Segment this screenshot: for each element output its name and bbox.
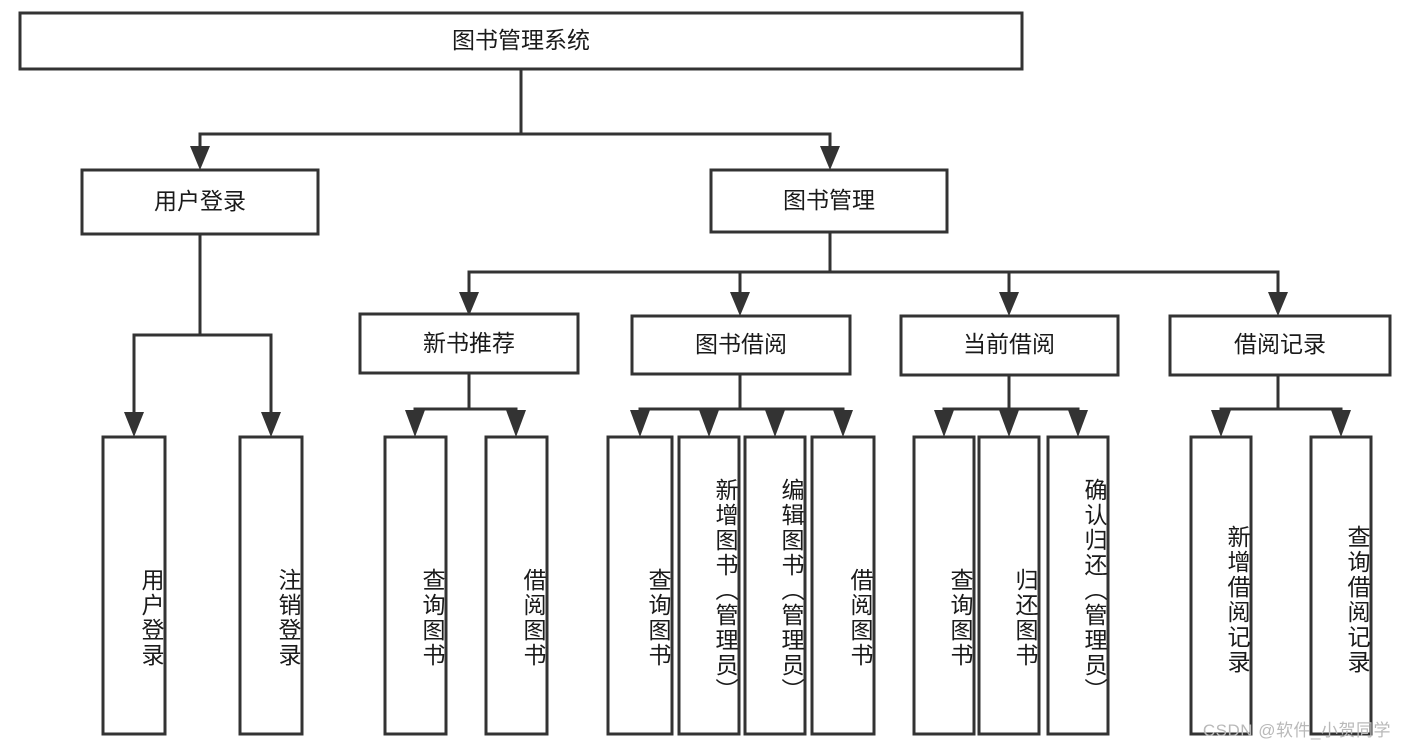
node-label-book-borrow: 图书借阅 bbox=[695, 331, 787, 357]
arrowhead-user-login bbox=[190, 146, 210, 170]
node-label-root: 图书管理系统 bbox=[452, 27, 590, 53]
leaf-box-new-book-1[interactable] bbox=[484, 435, 549, 736]
node-label-book-management: 图书管理 bbox=[783, 187, 875, 213]
node-box-new-book-recommend[interactable] bbox=[358, 312, 580, 375]
edges-current-borrow-to-leaves bbox=[934, 373, 1088, 437]
leaf-box-current-borrow-2[interactable] bbox=[1046, 435, 1110, 736]
edges-root-to-level2 bbox=[190, 67, 840, 170]
csdn-watermark: CSDN @软件_小贺同学 bbox=[1202, 721, 1391, 740]
leaf-box-new-book-0[interactable] bbox=[383, 435, 448, 736]
leaf-box-book-borrow-1[interactable] bbox=[677, 435, 741, 736]
edges-borrow-records-to-leaves bbox=[1211, 373, 1351, 437]
arrowhead-leaf-user-login bbox=[124, 412, 144, 437]
arrowhead-nb-leaf2 bbox=[506, 410, 526, 437]
arrowhead-bb-leaf3 bbox=[765, 410, 785, 437]
arrowhead-book-borrow bbox=[730, 292, 750, 316]
arrowhead-cb-leaf1 bbox=[934, 410, 954, 437]
arrowhead-bb-leaf4 bbox=[833, 410, 853, 437]
node-label-user-login: 用户登录 bbox=[154, 188, 246, 214]
leaf-box-user-login-1[interactable] bbox=[238, 435, 304, 736]
leaf-box-user-login-0[interactable] bbox=[101, 435, 167, 736]
node-label-current-borrow: 当前借阅 bbox=[963, 331, 1055, 357]
edges-new-book-to-leaves bbox=[405, 371, 526, 437]
arrowhead-cb-leaf3 bbox=[1068, 410, 1088, 437]
leaf-box-book-borrow-3[interactable] bbox=[810, 435, 876, 736]
node-box-book-borrow[interactable] bbox=[630, 314, 852, 376]
edges-user-login-to-leaves bbox=[124, 232, 281, 437]
leaf-box-current-borrow-1[interactable] bbox=[977, 435, 1041, 736]
leaf-box-borrow-records-1[interactable] bbox=[1309, 435, 1373, 736]
node-label-new-book-recommend: 新书推荐 bbox=[423, 330, 515, 356]
arrowhead-leaf-logout bbox=[261, 412, 281, 437]
node-box-current-borrow[interactable] bbox=[899, 314, 1120, 377]
arrowhead-borrow-records bbox=[1268, 292, 1288, 316]
node-box-borrow-records[interactable] bbox=[1168, 314, 1392, 377]
node-label-borrow-records: 借阅记录 bbox=[1234, 331, 1326, 357]
edges-book-mgmt-to-level3 bbox=[459, 230, 1288, 316]
node-box-book-management[interactable] bbox=[709, 168, 949, 234]
node-box-root[interactable] bbox=[18, 11, 1024, 71]
leaf-box-book-borrow-0[interactable] bbox=[606, 435, 674, 736]
arrowhead-br-leaf2 bbox=[1331, 410, 1351, 437]
arrowhead-book-mgmt bbox=[820, 146, 840, 170]
leaf-box-current-borrow-0[interactable] bbox=[912, 435, 976, 736]
node-box-user-login[interactable] bbox=[80, 168, 320, 236]
edges-book-borrow-to-leaves bbox=[630, 372, 853, 437]
arrowhead-bb-leaf1 bbox=[630, 410, 650, 437]
arrowhead-new-book bbox=[459, 292, 479, 316]
arrowhead-cb-leaf2 bbox=[999, 410, 1019, 437]
arrowhead-current-borrow bbox=[999, 292, 1019, 316]
arrowhead-br-leaf1 bbox=[1211, 410, 1231, 437]
leaf-box-borrow-records-0[interactable] bbox=[1189, 435, 1253, 736]
leaf-box-book-borrow-2[interactable] bbox=[743, 435, 807, 736]
arrowhead-bb-leaf2 bbox=[699, 410, 719, 437]
arrowhead-nb-leaf1 bbox=[405, 410, 425, 437]
